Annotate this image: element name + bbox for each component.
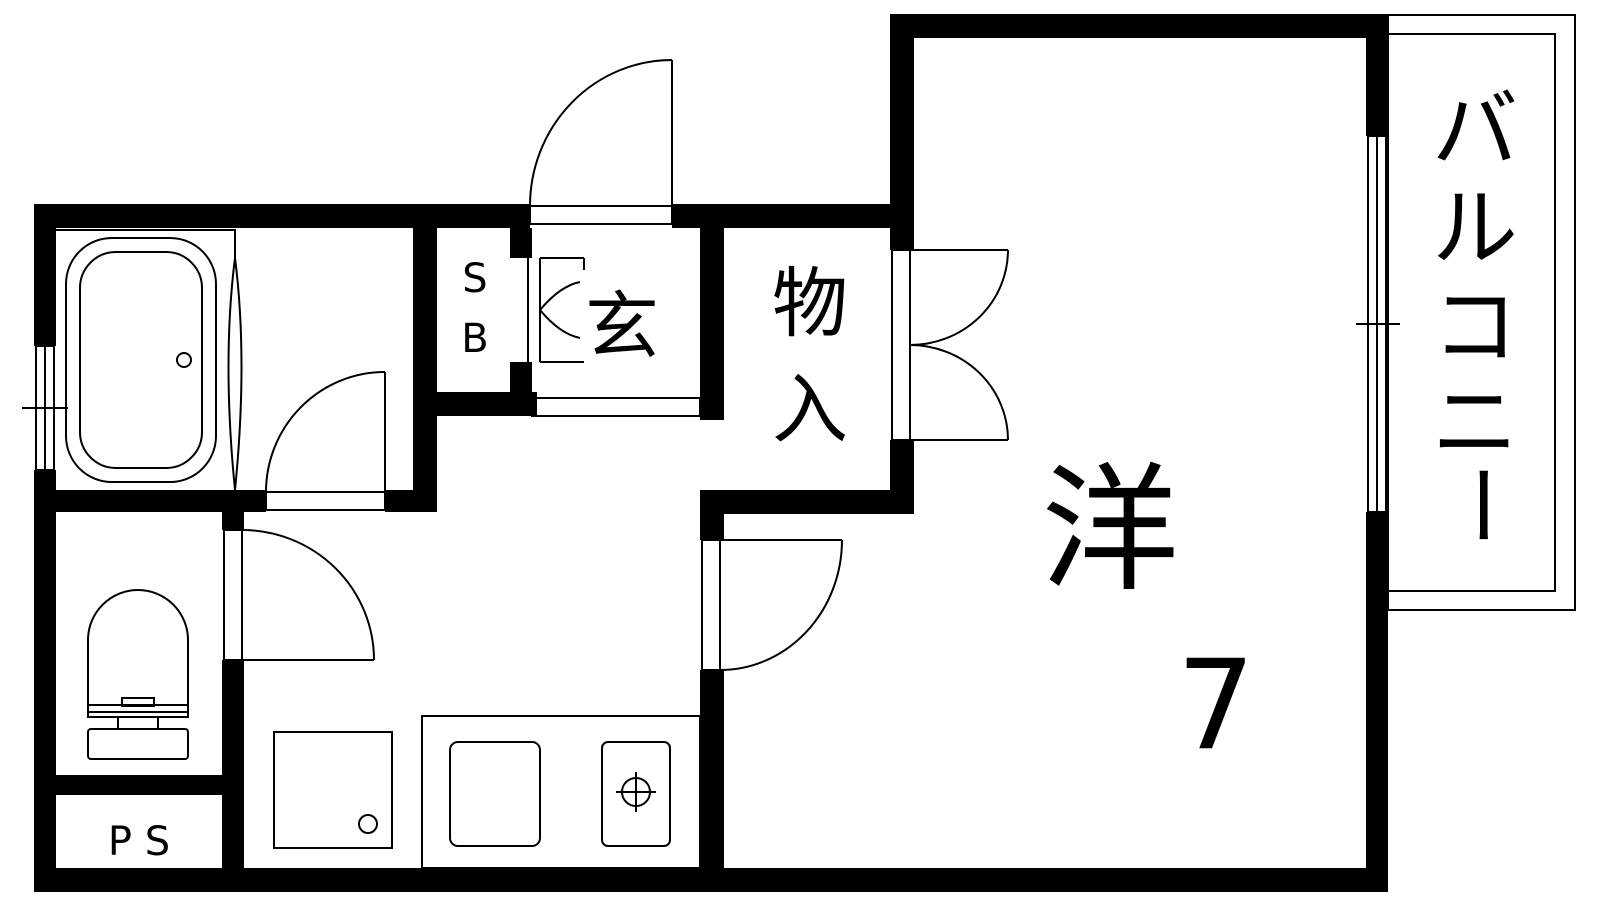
wall-storage-left-upper <box>700 204 724 420</box>
fixtures <box>56 229 701 869</box>
wall-ps-top <box>34 775 244 795</box>
wall-storage-bottom <box>700 490 912 514</box>
room-labels: 洋 7 バ ル コ ニ ー 玄 物 入 S B P S <box>108 81 1530 865</box>
wall-left-lower <box>34 470 56 892</box>
interior-walls <box>34 204 914 892</box>
wall-bath-right <box>413 204 437 512</box>
wall-bath-bottom-left <box>34 490 266 512</box>
shoebox-label-char-1: S <box>462 256 487 302</box>
pipe-space-label: P S <box>108 819 170 865</box>
toilet-door <box>223 529 375 661</box>
wall-toilet-right-top <box>222 512 244 530</box>
bathtub <box>56 229 243 491</box>
shoebox-label-char-2: B <box>461 316 488 362</box>
kitchen-counter <box>421 715 701 869</box>
windows <box>22 135 1400 513</box>
front-door <box>529 59 673 225</box>
western-room-size: 7 <box>1177 634 1256 778</box>
wall-bath-bottom-right <box>385 490 437 512</box>
bath-door <box>265 371 386 511</box>
wall-kitchen-right-lower <box>700 670 724 892</box>
wall-western-right-upper <box>1366 14 1388 136</box>
doors <box>223 59 1009 671</box>
wall-entrance-post-top <box>510 228 532 258</box>
balcony-label-char-4: ニ <box>1432 373 1518 473</box>
balcony-label-char-1: バ <box>1432 81 1518 181</box>
storage-label-char-1: 物 <box>772 259 848 348</box>
balcony <box>1387 14 1576 611</box>
balcony-label-char-3: コ <box>1432 277 1518 377</box>
wall-left-upper <box>34 204 56 346</box>
wall-entrance-post-bottom <box>510 362 532 416</box>
storage-label-char-2: 入 <box>772 365 848 454</box>
wall-western-right-lower <box>1366 512 1388 892</box>
entrance-step <box>531 397 701 417</box>
appliance-space <box>273 731 393 849</box>
shoebox-doors <box>527 257 585 363</box>
toilet <box>87 589 189 760</box>
balcony-label-char-5: ー <box>1430 462 1530 548</box>
western-room-label: 洋 <box>1041 450 1179 611</box>
wall-storage-right-lower <box>890 440 914 514</box>
balcony-label-char-2: ル <box>1432 179 1518 279</box>
storage-doors <box>891 249 1009 441</box>
balcony-inner-rail <box>1387 33 1556 592</box>
entrance-label: 玄 <box>585 284 659 370</box>
wall-top-left <box>34 204 530 228</box>
western-room-door <box>701 539 843 671</box>
wall-western-top <box>890 14 1388 38</box>
